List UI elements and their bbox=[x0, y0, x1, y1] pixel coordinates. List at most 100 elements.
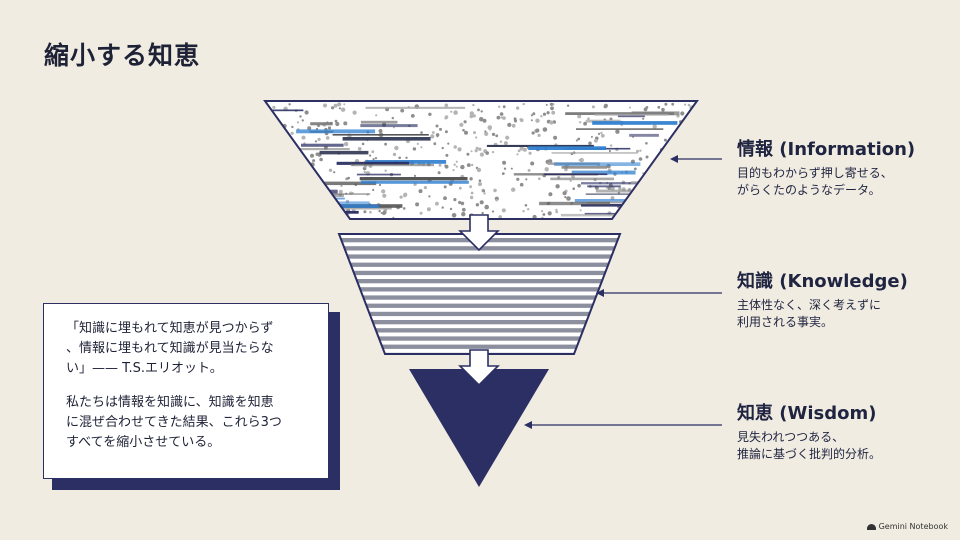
noise-dot bbox=[297, 189, 302, 194]
noise-streak bbox=[565, 112, 674, 115]
noise-dot bbox=[428, 112, 432, 117]
noise-dot bbox=[600, 131, 603, 135]
noise-streak bbox=[637, 211, 666, 214]
noise-dot bbox=[587, 117, 590, 120]
noise-dot bbox=[628, 203, 633, 208]
noise-streak bbox=[332, 134, 429, 136]
noise-dot bbox=[638, 157, 643, 161]
noise-dot bbox=[549, 102, 554, 106]
noise-dot bbox=[475, 203, 480, 207]
noise-dot bbox=[484, 130, 487, 133]
noise-dot bbox=[555, 208, 558, 212]
knowledge-stripe bbox=[339, 254, 620, 259]
noise-dot bbox=[384, 142, 387, 146]
noise-dot bbox=[463, 120, 467, 124]
noise-dot bbox=[443, 185, 447, 189]
noise-dot bbox=[678, 172, 683, 176]
noise-dot bbox=[272, 130, 275, 134]
noise-streak bbox=[360, 180, 469, 184]
noise-streak bbox=[314, 193, 371, 195]
noise-dot bbox=[299, 115, 302, 118]
noise-dot bbox=[618, 215, 621, 218]
noise-dot bbox=[675, 182, 678, 186]
noise-dot bbox=[577, 114, 582, 119]
noise-dot bbox=[477, 108, 480, 112]
noise-dot bbox=[480, 110, 483, 113]
noise-dot bbox=[670, 139, 674, 144]
noise-dot bbox=[334, 119, 338, 123]
noise-dot bbox=[591, 105, 595, 109]
noise-dot bbox=[542, 112, 547, 116]
description-line: 目的もわからず押し寄せる、 bbox=[737, 166, 893, 180]
noise-dot bbox=[682, 214, 686, 218]
noise-dot bbox=[290, 131, 294, 135]
noise-dot bbox=[458, 186, 462, 190]
noise-streak bbox=[320, 204, 380, 208]
noise-dot bbox=[640, 193, 644, 197]
knowledge-description: 主体性なく、深く考えずに 利用される事実。 bbox=[737, 297, 908, 331]
noise-dot bbox=[590, 135, 593, 138]
noise-dot bbox=[583, 121, 587, 126]
noise-dot bbox=[455, 160, 458, 163]
noise-dot bbox=[639, 149, 642, 152]
noise-dot bbox=[607, 186, 611, 190]
noise-dot bbox=[684, 161, 688, 165]
noise-dot bbox=[485, 151, 490, 155]
noise-dot bbox=[420, 146, 423, 149]
noise-dot bbox=[361, 142, 365, 146]
wisdom-layer bbox=[409, 369, 549, 487]
noise-dot bbox=[453, 163, 456, 166]
noise-dot bbox=[571, 174, 575, 179]
noise-dot bbox=[466, 163, 471, 168]
noise-dot bbox=[547, 211, 552, 216]
noise-dot bbox=[683, 175, 687, 179]
noise-dot bbox=[402, 207, 406, 210]
knowledge-title: 知識 (Knowledge) bbox=[737, 271, 908, 292]
noise-dot bbox=[426, 207, 431, 212]
noise-streak bbox=[356, 173, 401, 176]
noise-dot bbox=[530, 119, 533, 122]
noise-dot bbox=[271, 192, 275, 196]
noise-dot bbox=[441, 146, 444, 150]
noise-dot bbox=[515, 106, 520, 110]
noise-dot bbox=[340, 184, 343, 188]
noise-dot bbox=[381, 189, 386, 194]
noise-dot bbox=[600, 133, 605, 138]
noise-dot bbox=[685, 149, 690, 154]
noise-dot bbox=[276, 141, 281, 145]
noise-dot bbox=[652, 182, 657, 186]
noise-dot bbox=[681, 135, 684, 138]
noise-dot bbox=[566, 104, 570, 107]
noise-dot bbox=[266, 138, 271, 142]
noise-dot bbox=[450, 110, 453, 113]
noise-streak bbox=[360, 124, 418, 128]
noise-dot bbox=[487, 125, 493, 130]
noise-dot bbox=[483, 192, 486, 195]
noise-streak bbox=[273, 186, 309, 189]
noise-dot bbox=[294, 171, 299, 176]
noise-dot bbox=[686, 186, 691, 192]
noise-dot bbox=[431, 131, 435, 134]
noise-dot bbox=[291, 125, 294, 129]
noise-dot bbox=[484, 131, 489, 136]
knowledge-label: 知識 (Knowledge) 主体性なく、深く考えずに 利用される事実。 bbox=[737, 267, 908, 331]
noise-dot bbox=[277, 156, 282, 161]
noise-dot bbox=[343, 103, 346, 106]
noise-dot bbox=[469, 114, 474, 119]
noise-dot bbox=[441, 206, 444, 209]
noise-dot bbox=[619, 214, 623, 219]
knowledge-stripe bbox=[339, 287, 620, 292]
noise-dot bbox=[550, 106, 554, 111]
noise-dot bbox=[275, 141, 278, 144]
knowledge-stripe bbox=[339, 303, 620, 308]
quote-line: 私たちは情報を知識に、知識を知恵 bbox=[66, 395, 274, 410]
noise-dot bbox=[540, 115, 543, 118]
noise-dot bbox=[546, 111, 550, 115]
noise-dot bbox=[314, 140, 318, 143]
noise-dot bbox=[688, 150, 693, 155]
noise-dot bbox=[296, 121, 300, 124]
noise-streak bbox=[342, 137, 431, 141]
noise-dot bbox=[685, 155, 687, 158]
noise-streak bbox=[595, 189, 676, 193]
